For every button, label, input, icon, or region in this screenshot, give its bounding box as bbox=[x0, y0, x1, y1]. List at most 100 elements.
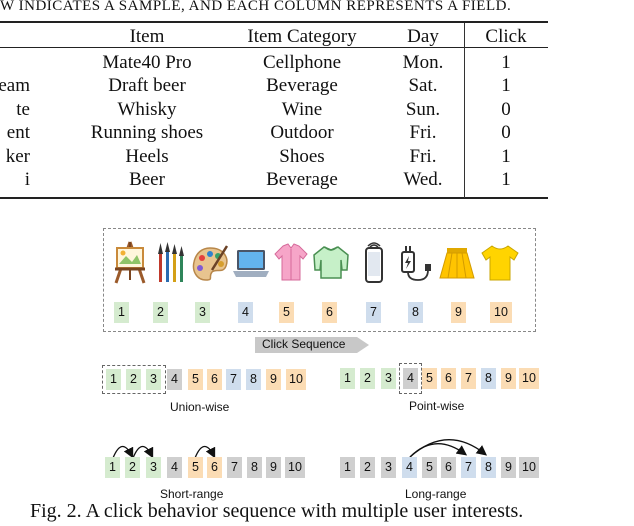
table-cell: Sun. bbox=[405, 98, 441, 120]
sequence-box: 7 bbox=[366, 302, 381, 323]
short-range-arrows bbox=[112, 445, 216, 459]
table-cell: eam bbox=[0, 75, 30, 96]
sequence-box: 4 bbox=[402, 457, 417, 478]
sequence-box: 4 bbox=[403, 368, 418, 389]
palette-icon bbox=[192, 245, 229, 281]
table-cell: Beer bbox=[129, 169, 165, 190]
sequence-box: 5 bbox=[422, 368, 437, 389]
item-sequence-frame bbox=[103, 228, 536, 332]
table-top-rule bbox=[0, 21, 548, 23]
sequence-box: 10 bbox=[519, 368, 539, 389]
sequence-box: 2 bbox=[126, 369, 141, 390]
header-day: Day bbox=[407, 26, 439, 47]
yellow-skirt-icon bbox=[439, 248, 475, 279]
sequence-box: 9 bbox=[266, 369, 281, 390]
sequence-box: 3 bbox=[146, 457, 161, 478]
sequence-box: 2 bbox=[125, 457, 140, 478]
sequence-box: 4 bbox=[167, 369, 182, 390]
charger-icon bbox=[401, 246, 431, 281]
table-row: eam Draft beer Beverage Sat. 1 bbox=[0, 74, 548, 98]
table-row: ker Heels Shoes Fri. 1 bbox=[0, 145, 548, 169]
table-column-divider bbox=[464, 23, 465, 198]
paintbrushes-icon bbox=[158, 242, 184, 282]
sequence-box: 7 bbox=[227, 457, 242, 478]
sequence-box: 3 bbox=[146, 369, 161, 390]
union-group-box bbox=[102, 365, 166, 394]
click-sequence-label: Click Sequence bbox=[262, 337, 346, 351]
sequence-box: 1 bbox=[105, 457, 120, 478]
sequence-box: 8 bbox=[247, 457, 262, 478]
yellow-tshirt-icon bbox=[481, 245, 519, 281]
table-cell: 1 bbox=[501, 75, 511, 96]
table-row: Mate40 Pro Cellphone Mon. 1 bbox=[0, 51, 548, 75]
click-sequence-arrow bbox=[255, 337, 369, 353]
table-cell: Mate40 Pro bbox=[102, 51, 192, 73]
sequence-box: 10 bbox=[286, 369, 306, 390]
sequence-box: 10 bbox=[519, 457, 539, 478]
sequence-box: 6 bbox=[322, 302, 337, 323]
table-cell: Outdoor bbox=[270, 122, 334, 143]
point-wise-label: Point-wise bbox=[409, 399, 465, 413]
table-cell: ker bbox=[5, 145, 30, 167]
sequence-box: 8 bbox=[481, 457, 496, 478]
table-bottom-rule bbox=[0, 197, 548, 199]
sequence-box: 5 bbox=[422, 457, 437, 478]
sequence-box: 5 bbox=[188, 457, 203, 478]
table-cell: ent bbox=[6, 122, 30, 143]
sequence-box: 9 bbox=[451, 302, 466, 323]
table-cell: i bbox=[24, 169, 30, 190]
long-range-arrows bbox=[409, 439, 488, 458]
point-group-box bbox=[399, 363, 422, 394]
sequence-box: 7 bbox=[461, 368, 476, 389]
table-row: i Beer Beverage Wed. 1 bbox=[0, 168, 548, 192]
figure-caption: Fig. 2. A click behavior sequence with m… bbox=[30, 500, 524, 522]
table-cell: Sat. bbox=[408, 75, 438, 96]
union-wise-label: Union-wise bbox=[170, 400, 230, 414]
table-cell: 1 bbox=[501, 169, 511, 190]
pink-shirt-icon bbox=[274, 243, 308, 281]
sequence-box: 4 bbox=[167, 457, 182, 478]
table-cell: 0 bbox=[501, 98, 511, 120]
table-cell: Fri. bbox=[409, 145, 437, 167]
table-cell: Whisky bbox=[117, 98, 177, 120]
sequence-box: 6 bbox=[207, 457, 222, 478]
sequence-box: 3 bbox=[381, 368, 396, 389]
header-item-category: Item Category bbox=[247, 26, 357, 47]
table-cell: 0 bbox=[501, 122, 511, 143]
laptop-icon bbox=[233, 250, 269, 277]
header-item: Item bbox=[129, 26, 165, 47]
table-cell: Beverage bbox=[266, 75, 338, 96]
sequence-box: 3 bbox=[195, 302, 210, 323]
sequence-box: 1 bbox=[114, 302, 129, 323]
sequence-box: 8 bbox=[408, 302, 423, 323]
table-cell: Wine bbox=[281, 98, 323, 120]
sequence-box: 10 bbox=[490, 302, 512, 323]
sequence-box: 6 bbox=[441, 368, 456, 389]
table-header-rule bbox=[0, 47, 548, 48]
long-range-label: Long-range bbox=[405, 487, 467, 501]
sequence-box: 8 bbox=[246, 369, 261, 390]
header-click: Click bbox=[485, 26, 527, 47]
table-row: ent Running shoes Outdoor Fri. 0 bbox=[0, 121, 548, 145]
sequence-box: 9 bbox=[501, 457, 516, 478]
sequence-box: 9 bbox=[501, 368, 516, 389]
sequence-box: 2 bbox=[360, 457, 375, 478]
table-header-row: Item Item Category Day Click bbox=[0, 25, 548, 49]
sequence-box: 8 bbox=[481, 368, 496, 389]
sequence-box: 4 bbox=[238, 302, 253, 323]
sequence-box: 5 bbox=[279, 302, 294, 323]
easel-icon bbox=[114, 241, 146, 284]
sequence-box: 6 bbox=[207, 369, 222, 390]
sequence-box: 2 bbox=[153, 302, 168, 323]
table-cell: 1 bbox=[501, 51, 511, 73]
sequence-box: 9 bbox=[266, 457, 281, 478]
sequence-box: 7 bbox=[226, 369, 241, 390]
sequence-box: 1 bbox=[340, 368, 355, 389]
table-caption: W INDICATES A SAMPLE, AND EACH COLUMN RE… bbox=[0, 0, 512, 14]
table-cell: Wed. bbox=[403, 169, 443, 190]
table-cell: Beverage bbox=[266, 169, 338, 190]
table-cell: Mon. bbox=[402, 51, 444, 73]
sequence-box: 1 bbox=[340, 457, 355, 478]
sequence-box: 7 bbox=[461, 457, 476, 478]
sequence-box: 5 bbox=[188, 369, 203, 390]
